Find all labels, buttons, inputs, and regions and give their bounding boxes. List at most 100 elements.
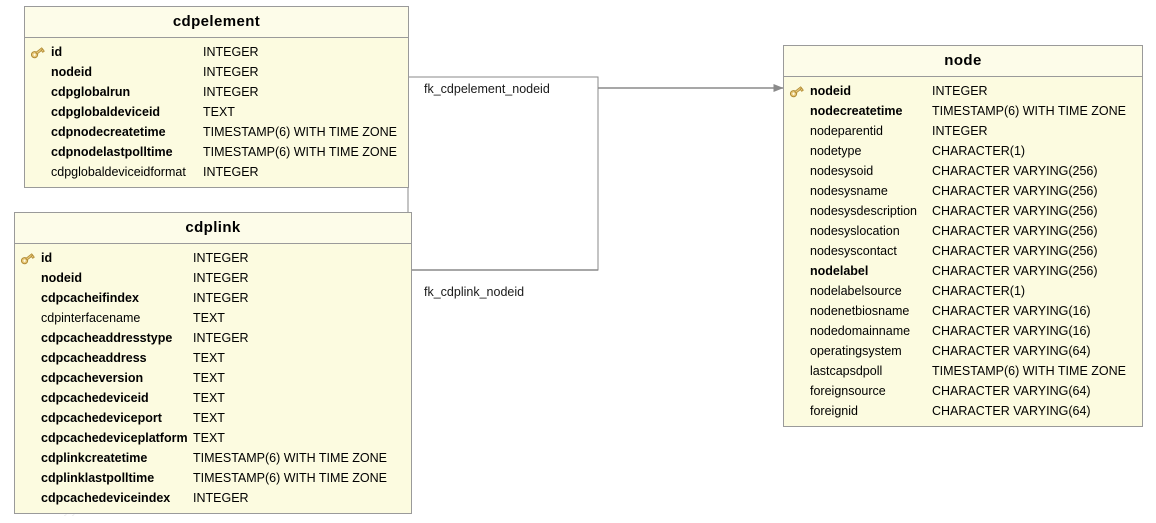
attribute-type: TIMESTAMP(6) WITH TIME ZONE: [193, 471, 387, 485]
attribute-row[interactable]: nodecreatetime TIMESTAMP(6) WITH TIME ZO…: [784, 101, 1142, 121]
attribute-type: INTEGER: [193, 331, 249, 345]
attribute-row[interactable]: nodesyslocation CHARACTER VARYING(256): [784, 221, 1142, 241]
attribute-name: cdpnodecreatetime: [51, 125, 166, 139]
attribute-row[interactable]: id INTEGER: [25, 42, 408, 62]
attribute-row[interactable]: cdpcacheaddress TEXT: [15, 348, 411, 368]
attribute-type: TIMESTAMP(6) WITH TIME ZONE: [203, 145, 397, 159]
attribute-name: cdpglobalrun: [51, 85, 131, 99]
attribute-row[interactable]: nodedomainname CHARACTER VARYING(16): [784, 321, 1142, 341]
primary-key-icon: [15, 251, 41, 265]
attribute-row[interactable]: cdpcachedeviceport TEXT: [15, 408, 411, 428]
attribute-row[interactable]: nodeparentid INTEGER: [784, 121, 1142, 141]
attribute-type: INTEGER: [193, 251, 249, 265]
attribute-type: CHARACTER VARYING(256): [932, 224, 1098, 238]
attribute-row[interactable]: cdpcacheifindex INTEGER: [15, 288, 411, 308]
attribute-type: TEXT: [203, 105, 235, 119]
attribute-type: CHARACTER VARYING(256): [932, 184, 1098, 198]
attribute-row[interactable]: cdpnodelastpolltime TIMESTAMP(6) WITH TI…: [25, 142, 408, 162]
attribute-row[interactable]: cdpcachedeviceplatform TEXT: [15, 428, 411, 448]
entity-attributes-cdpelement: id INTEGER nodeid INTEGER cdpglobalrun I…: [25, 38, 408, 187]
attribute-row[interactable]: operatingsystem CHARACTER VARYING(64): [784, 341, 1142, 361]
attribute-name: cdpcachedeviceid: [41, 391, 149, 405]
entity-cdpelement[interactable]: cdpelement id INTEGER: [24, 6, 409, 188]
entity-cdplink[interactable]: cdplink id INTEGER: [14, 212, 412, 514]
attribute-name: cdpcachedeviceplatform: [41, 431, 188, 445]
attribute-type: CHARACTER(1): [932, 284, 1026, 298]
entity-attributes-cdplink: id INTEGER nodeid INTEGER cdpcacheifinde…: [15, 244, 411, 513]
attribute-type: CHARACTER VARYING(64): [932, 344, 1091, 358]
attribute-row[interactable]: nodesyscontact CHARACTER VARYING(256): [784, 241, 1142, 261]
attribute-type: TIMESTAMP(6) WITH TIME ZONE: [932, 104, 1126, 118]
attribute-row[interactable]: nodelabelsource CHARACTER(1): [784, 281, 1142, 301]
attribute-name: cdpcacheaddresstype: [41, 331, 173, 345]
attribute-row[interactable]: foreignsource CHARACTER VARYING(64): [784, 381, 1142, 401]
attribute-name: nodelabelsource: [810, 284, 902, 298]
attribute-type: CHARACTER VARYING(256): [932, 244, 1098, 258]
attribute-row[interactable]: nodeid INTEGER: [15, 268, 411, 288]
attribute-type: TIMESTAMP(6) WITH TIME ZONE: [932, 364, 1126, 378]
attribute-row[interactable]: cdpglobaldeviceid TEXT: [25, 102, 408, 122]
attribute-name: cdpglobaldeviceidformat: [51, 165, 186, 179]
attribute-row[interactable]: cdpglobalrun INTEGER: [25, 82, 408, 102]
attribute-name: cdpcacheifindex: [41, 291, 139, 305]
attribute-row[interactable]: cdplinkcreatetime TIMESTAMP(6) WITH TIME…: [15, 448, 411, 468]
attribute-row[interactable]: nodeid INTEGER: [25, 62, 408, 82]
attribute-row[interactable]: nodetype CHARACTER(1): [784, 141, 1142, 161]
attribute-row[interactable]: cdplinklastpolltime TIMESTAMP(6) WITH TI…: [15, 468, 411, 488]
attribute-row[interactable]: cdpcacheversion TEXT: [15, 368, 411, 388]
attribute-type: TIMESTAMP(6) WITH TIME ZONE: [193, 451, 387, 465]
attribute-row[interactable]: nodesysname CHARACTER VARYING(256): [784, 181, 1142, 201]
attribute-row[interactable]: nodeid INTEGER: [784, 81, 1142, 101]
attribute-type: INTEGER: [932, 84, 988, 98]
attribute-type: TEXT: [193, 431, 225, 445]
attribute-row[interactable]: nodesysoid CHARACTER VARYING(256): [784, 161, 1142, 181]
attribute-type: INTEGER: [203, 45, 259, 59]
attribute-name: foreignsource: [810, 384, 886, 398]
attribute-name: nodeid: [810, 84, 851, 98]
attribute-type: CHARACTER VARYING(256): [932, 264, 1098, 278]
attribute-row[interactable]: cdpglobaldeviceidformat INTEGER: [25, 162, 408, 182]
entity-node[interactable]: node nodeid INTEGER: [783, 45, 1143, 427]
attribute-name: nodeparentid: [810, 124, 883, 138]
attribute-row[interactable]: foreignid CHARACTER VARYING(64): [784, 401, 1142, 421]
attribute-type: CHARACTER VARYING(64): [932, 384, 1091, 398]
attribute-type: TEXT: [193, 371, 225, 385]
primary-key-icon: [25, 45, 51, 59]
entity-title-node: node: [784, 46, 1142, 77]
entity-attributes-node: nodeid INTEGER nodecreatetime TIMESTAMP(…: [784, 77, 1142, 426]
attribute-row[interactable]: lastcapsdpoll TIMESTAMP(6) WITH TIME ZON…: [784, 361, 1142, 381]
attribute-name: nodelabel: [810, 264, 869, 278]
attribute-row[interactable]: cdpcachedeviceindex INTEGER: [15, 488, 411, 508]
attribute-type: INTEGER: [193, 291, 249, 305]
attribute-row[interactable]: cdpcacheaddresstype INTEGER: [15, 328, 411, 348]
attribute-name: nodecreatetime: [810, 104, 903, 118]
attribute-name: nodesyslocation: [810, 224, 900, 238]
attribute-row[interactable]: nodenetbiosname CHARACTER VARYING(16): [784, 301, 1142, 321]
attribute-row[interactable]: cdpnodecreatetime TIMESTAMP(6) WITH TIME…: [25, 122, 408, 142]
attribute-name: id: [51, 45, 63, 59]
relationship-label-fk-cdplink-nodeid[interactable]: fk_cdplink_nodeid: [424, 285, 525, 299]
attribute-name: cdplinkcreatetime: [41, 451, 148, 465]
attribute-row[interactable]: cdpinterfacename TEXT: [15, 308, 411, 328]
attribute-name: foreignid: [810, 404, 858, 418]
attribute-name: cdpcacheversion: [41, 371, 144, 385]
attribute-type: INTEGER: [203, 165, 259, 179]
attribute-name: nodedomainname: [810, 324, 911, 338]
attribute-type: TEXT: [193, 311, 225, 325]
attribute-row[interactable]: cdpcachedeviceid TEXT: [15, 388, 411, 408]
attribute-name: cdpinterfacename: [41, 311, 141, 325]
attribute-row[interactable]: id INTEGER: [15, 248, 411, 268]
attribute-row[interactable]: nodesysdescription CHARACTER VARYING(256…: [784, 201, 1142, 221]
attribute-row[interactable]: nodelabel CHARACTER VARYING(256): [784, 261, 1142, 281]
attribute-type: INTEGER: [203, 85, 259, 99]
attribute-type: TEXT: [193, 351, 225, 365]
primary-key-icon: [784, 84, 810, 98]
attribute-name: cdpcachedeviceport: [41, 411, 162, 425]
relationship-label-fk-cdpelement-nodeid[interactable]: fk_cdpelement_nodeid: [424, 82, 550, 96]
connector-routing-box: [407, 76, 599, 271]
attribute-type: CHARACTER VARYING(16): [932, 324, 1091, 338]
entity-title-cdplink: cdplink: [15, 213, 411, 244]
attribute-type: INTEGER: [932, 124, 988, 138]
attribute-name: nodesysname: [810, 184, 888, 198]
